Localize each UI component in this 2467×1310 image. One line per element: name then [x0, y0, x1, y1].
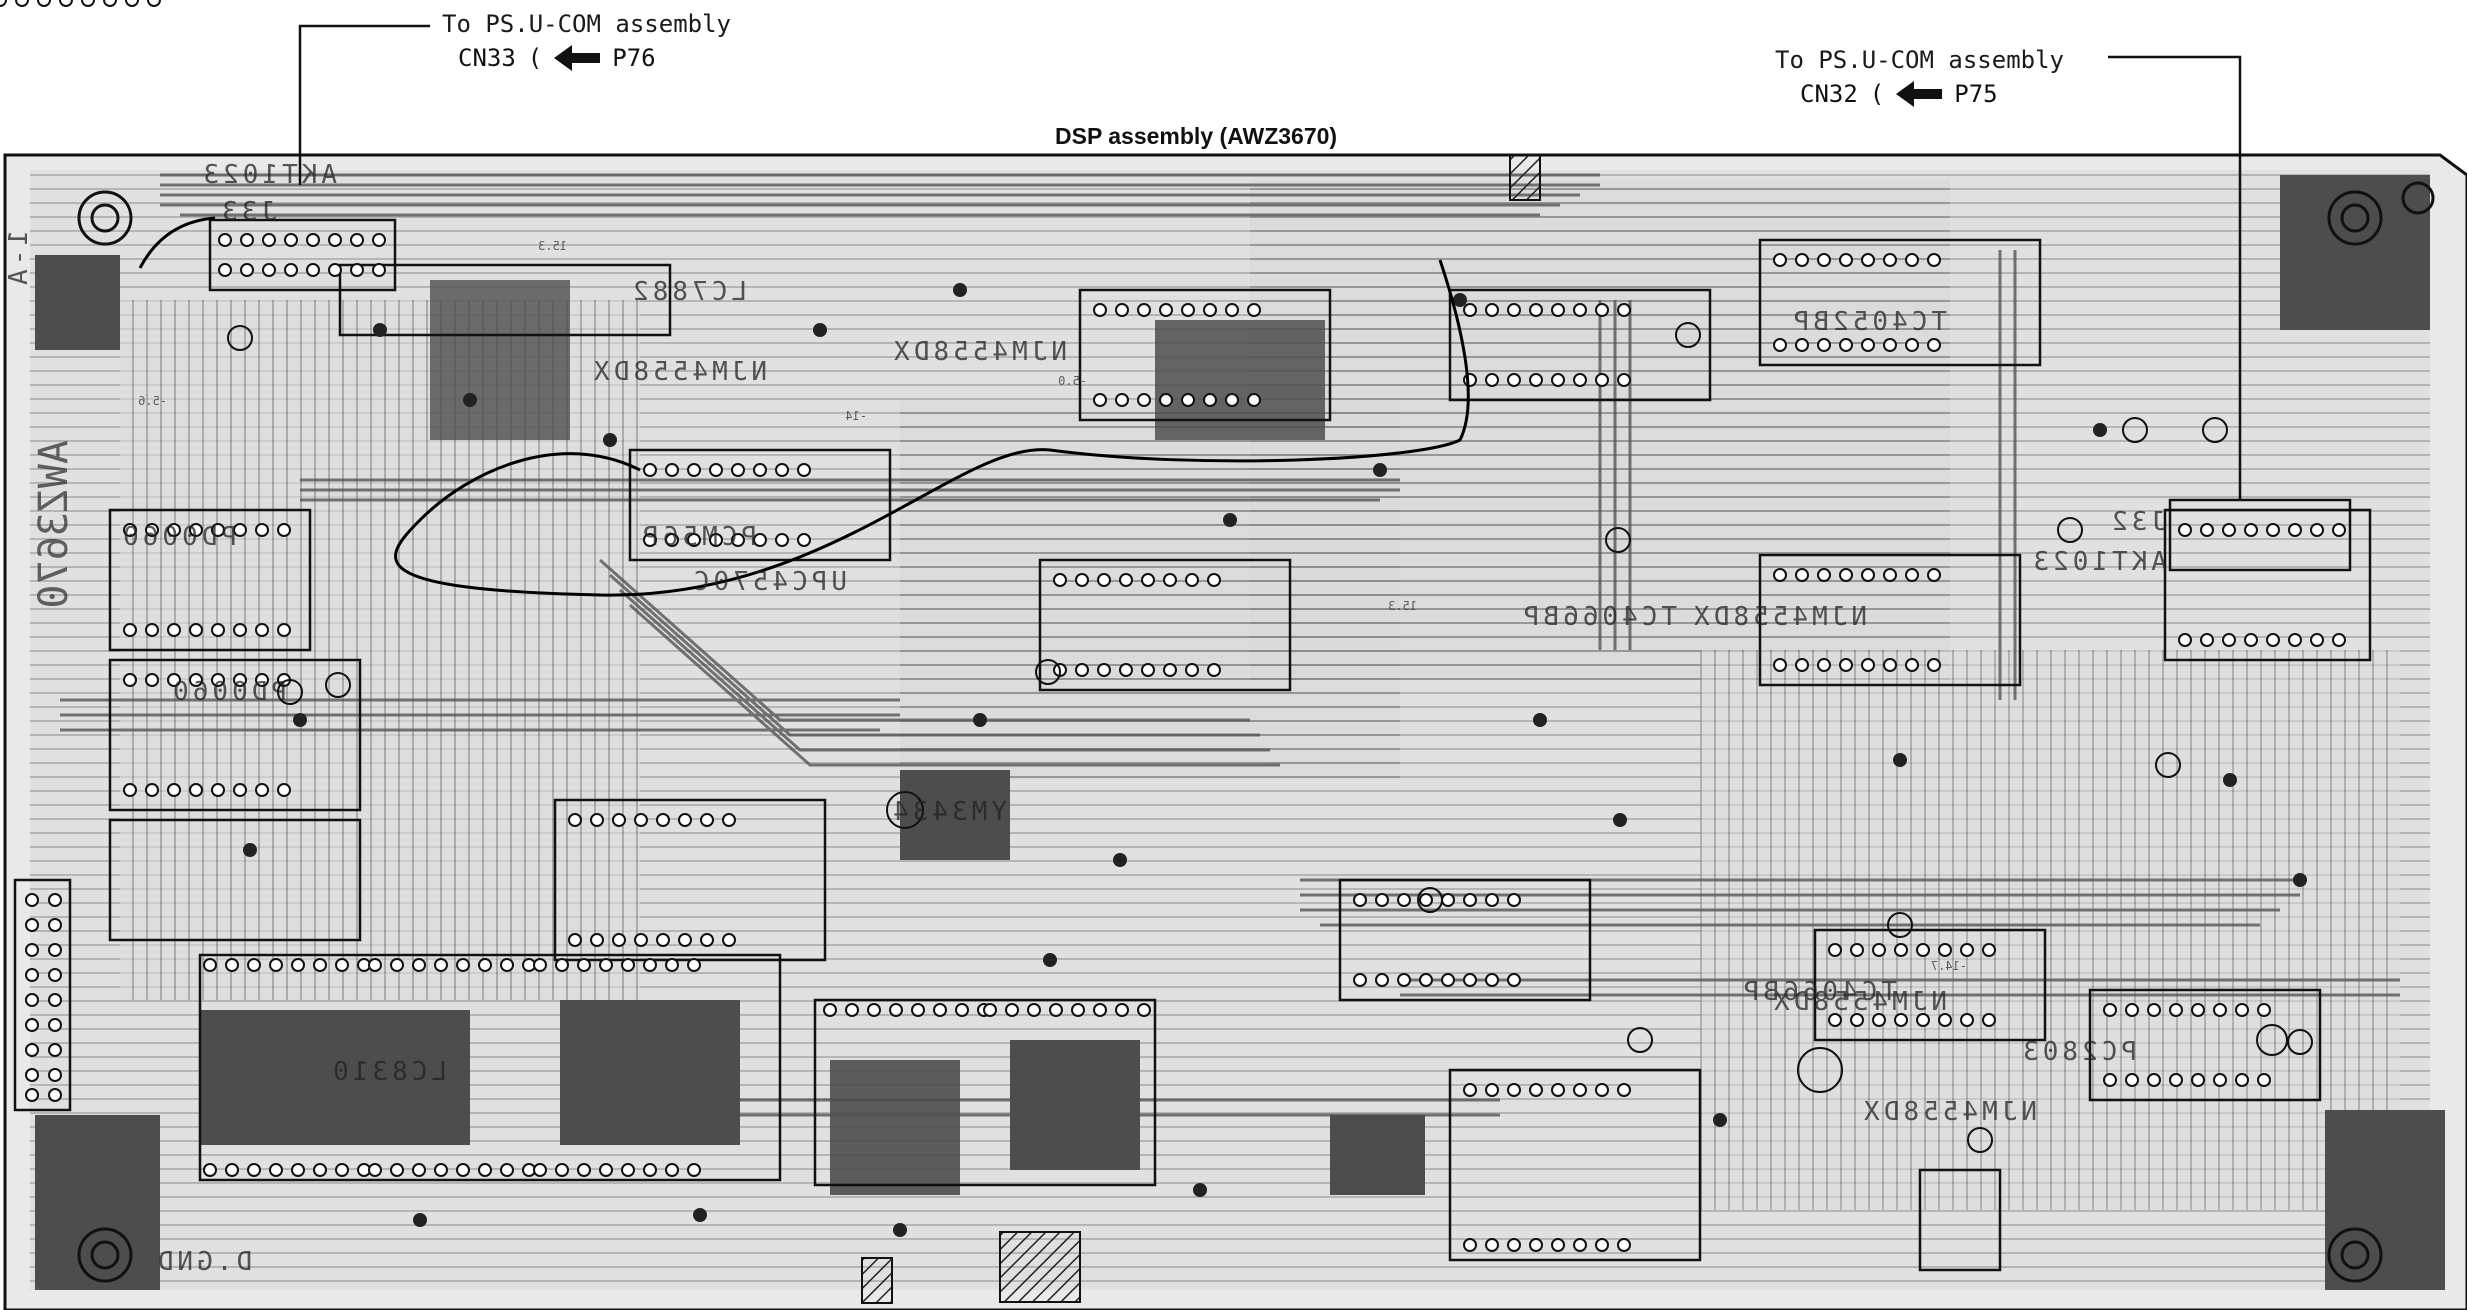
cn32-connector-label: CN32	[1800, 80, 1858, 108]
left-arrow-icon	[1896, 81, 1943, 107]
svg-text:NJM4558DX: NJM4558DX	[1860, 1097, 2037, 1127]
svg-text:AWZ3670: AWZ3670	[31, 440, 77, 609]
svg-text:15.3: 15.3	[1388, 599, 1417, 613]
cn33-page-ref: P76	[612, 44, 656, 72]
svg-text:J33: J33	[218, 197, 277, 227]
cn32-leader	[2108, 55, 2242, 500]
svg-text:D.GND: D.GND	[154, 1247, 252, 1277]
paren-open: (	[527, 44, 543, 72]
svg-text:TC4066BP: TC4066BP	[1740, 977, 1897, 1007]
diagram-title: DSP assembly (AWZ3670)	[1055, 123, 1338, 149]
cn33-leader	[298, 24, 430, 185]
svg-text:-14.7: -14.7	[1931, 959, 1967, 973]
svg-text:-5.0: -5.0	[1058, 374, 1087, 388]
svg-text:J32: J32	[2108, 507, 2167, 537]
cn33-destination: To PS.U-COM assembly	[442, 10, 731, 38]
svg-text:LC7882: LC7882	[629, 277, 747, 307]
cn33-reference: CN33 ( P76	[458, 44, 656, 72]
svg-text:TC4066BP: TC4066BP	[1520, 602, 1677, 632]
cn32-destination: To PS.U-COM assembly	[1775, 46, 2064, 74]
svg-text:AKT1023: AKT1023	[199, 160, 337, 190]
svg-text:YM3434: YM3434	[889, 797, 1007, 827]
svg-text:LC8310: LC8310	[329, 1057, 447, 1087]
jumper-wire	[394, 259, 1470, 597]
svg-text:PC2803: PC2803	[2019, 1037, 2137, 1067]
svg-text:-5.6: -5.6	[138, 394, 167, 408]
svg-text:TC4052BP: TC4052BP	[1790, 307, 1947, 337]
cn32-page-ref: P75	[1954, 80, 1998, 108]
svg-text:1-A: 1-A	[4, 230, 34, 289]
svg-text:AKT1023: AKT1023	[2029, 547, 2167, 577]
svg-text:NJM4558DX: NJM4558DX	[1690, 602, 1867, 632]
paren-open: (	[1869, 80, 1885, 108]
svg-text:PCM56P: PCM56P	[639, 522, 757, 552]
cn33-connector-label: CN33	[458, 44, 516, 72]
svg-text:-14: -14	[845, 409, 867, 423]
svg-text:PD0060: PD0060	[119, 522, 237, 552]
svg-text:NJM4558DX: NJM4558DX	[590, 357, 767, 387]
svg-text:NJM4558DX: NJM4558DX	[890, 337, 1067, 367]
cn32-reference: CN32 ( P75	[1800, 80, 1998, 108]
svg-text:UPC4570C: UPC4570C	[690, 567, 847, 597]
left-arrow-icon	[554, 45, 601, 71]
svg-text:PD0060: PD0060	[169, 677, 287, 707]
svg-text:NJM4558DX: NJM4558DX	[1770, 987, 1947, 1017]
svg-text:15.3: 15.3	[538, 239, 567, 253]
